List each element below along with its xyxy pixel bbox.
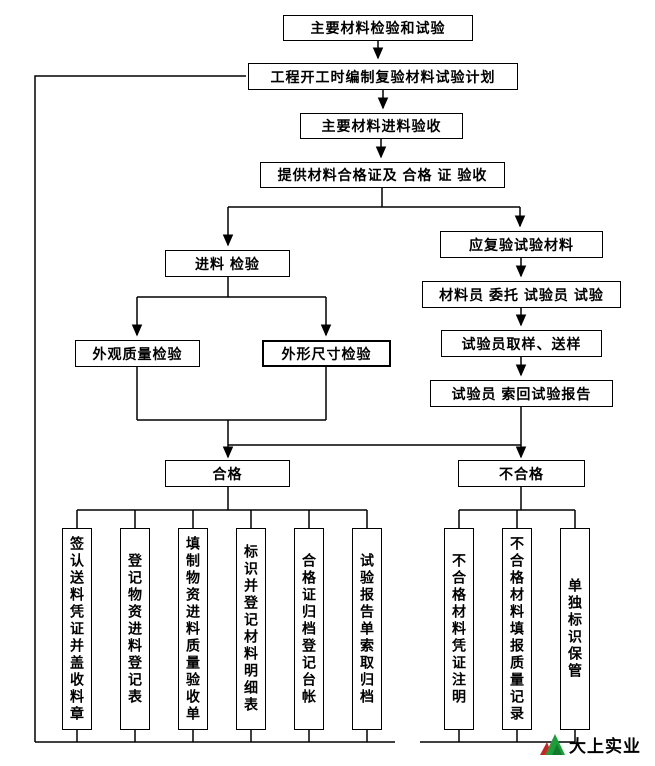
node-main-material-inspection: 主要材料检验和试验 bbox=[283, 15, 473, 41]
node-unqualified-step-separate-storage: 单独标识保管 bbox=[560, 528, 590, 730]
node-incoming-acceptance: 主要材料进料验收 bbox=[300, 113, 463, 139]
node-qualified-step-report-archive: 试验报告单索取归档 bbox=[352, 528, 382, 730]
node-entrust-tester: 材料员 委托 试验员 试验 bbox=[422, 281, 621, 308]
node-unqualified-step-voucher-note: 不合格材料凭证注明 bbox=[444, 528, 474, 730]
node-incoming-inspection: 进料 检验 bbox=[165, 250, 290, 277]
node-appearance-inspection: 外观质量检验 bbox=[75, 340, 200, 367]
node-unqualified-step-quality-record: 不合格材料填报质量记录 bbox=[502, 528, 532, 730]
node-retrieve-report: 试验员 索回试验报告 bbox=[430, 380, 613, 407]
node-qualified-step-sign-voucher: 签认送料凭证并盖收料章 bbox=[62, 528, 92, 730]
node-test-plan: 工程开工时编制复验材料试验计划 bbox=[248, 63, 518, 90]
node-unqualified: 不合格 bbox=[458, 460, 585, 487]
node-qualified-step-register-form: 登记物资进料登记表 bbox=[120, 528, 150, 730]
logo-text: 大上实业 bbox=[569, 736, 641, 756]
node-reinspection-materials: 应复验试验材料 bbox=[440, 231, 603, 258]
node-qualified: 合格 bbox=[165, 460, 290, 487]
logo-mark-icon bbox=[540, 734, 565, 755]
company-logo: 大上实业 bbox=[540, 731, 641, 757]
node-certificate-acceptance: 提供材料合格证及 合格 证 验收 bbox=[260, 162, 505, 188]
node-qualified-step-mark-detail-list: 标识并登记材料明细表 bbox=[236, 528, 266, 730]
node-sampling: 试验员取样、送样 bbox=[441, 330, 602, 357]
node-dimension-inspection: 外形尺寸检验 bbox=[262, 340, 391, 367]
node-qualified-step-quality-acceptance-sheet: 填制物资进料质量验收单 bbox=[178, 528, 208, 730]
node-qualified-step-certificate-ledger: 合格证归档登记台帐 bbox=[294, 528, 324, 730]
